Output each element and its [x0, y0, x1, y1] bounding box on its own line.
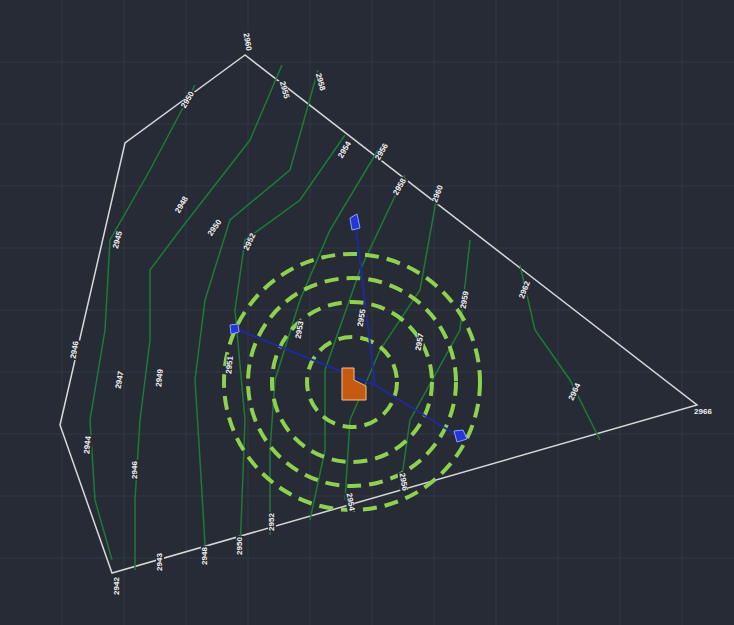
contour-lines [90, 65, 600, 570]
site-boundary [60, 55, 697, 573]
contour-label: 2946 [131, 460, 139, 480]
contour-label: 2950 [236, 536, 244, 556]
contour-label: 2942 [113, 576, 121, 596]
buffer-rings [224, 254, 480, 510]
contour-label: 2948 [201, 546, 209, 566]
contour-label: 2966 [693, 408, 713, 416]
contour-label: 2952 [268, 512, 276, 532]
well-symbols [230, 214, 467, 442]
well-lines [236, 228, 458, 436]
contour-label: 2943 [156, 552, 164, 572]
building [342, 368, 366, 400]
